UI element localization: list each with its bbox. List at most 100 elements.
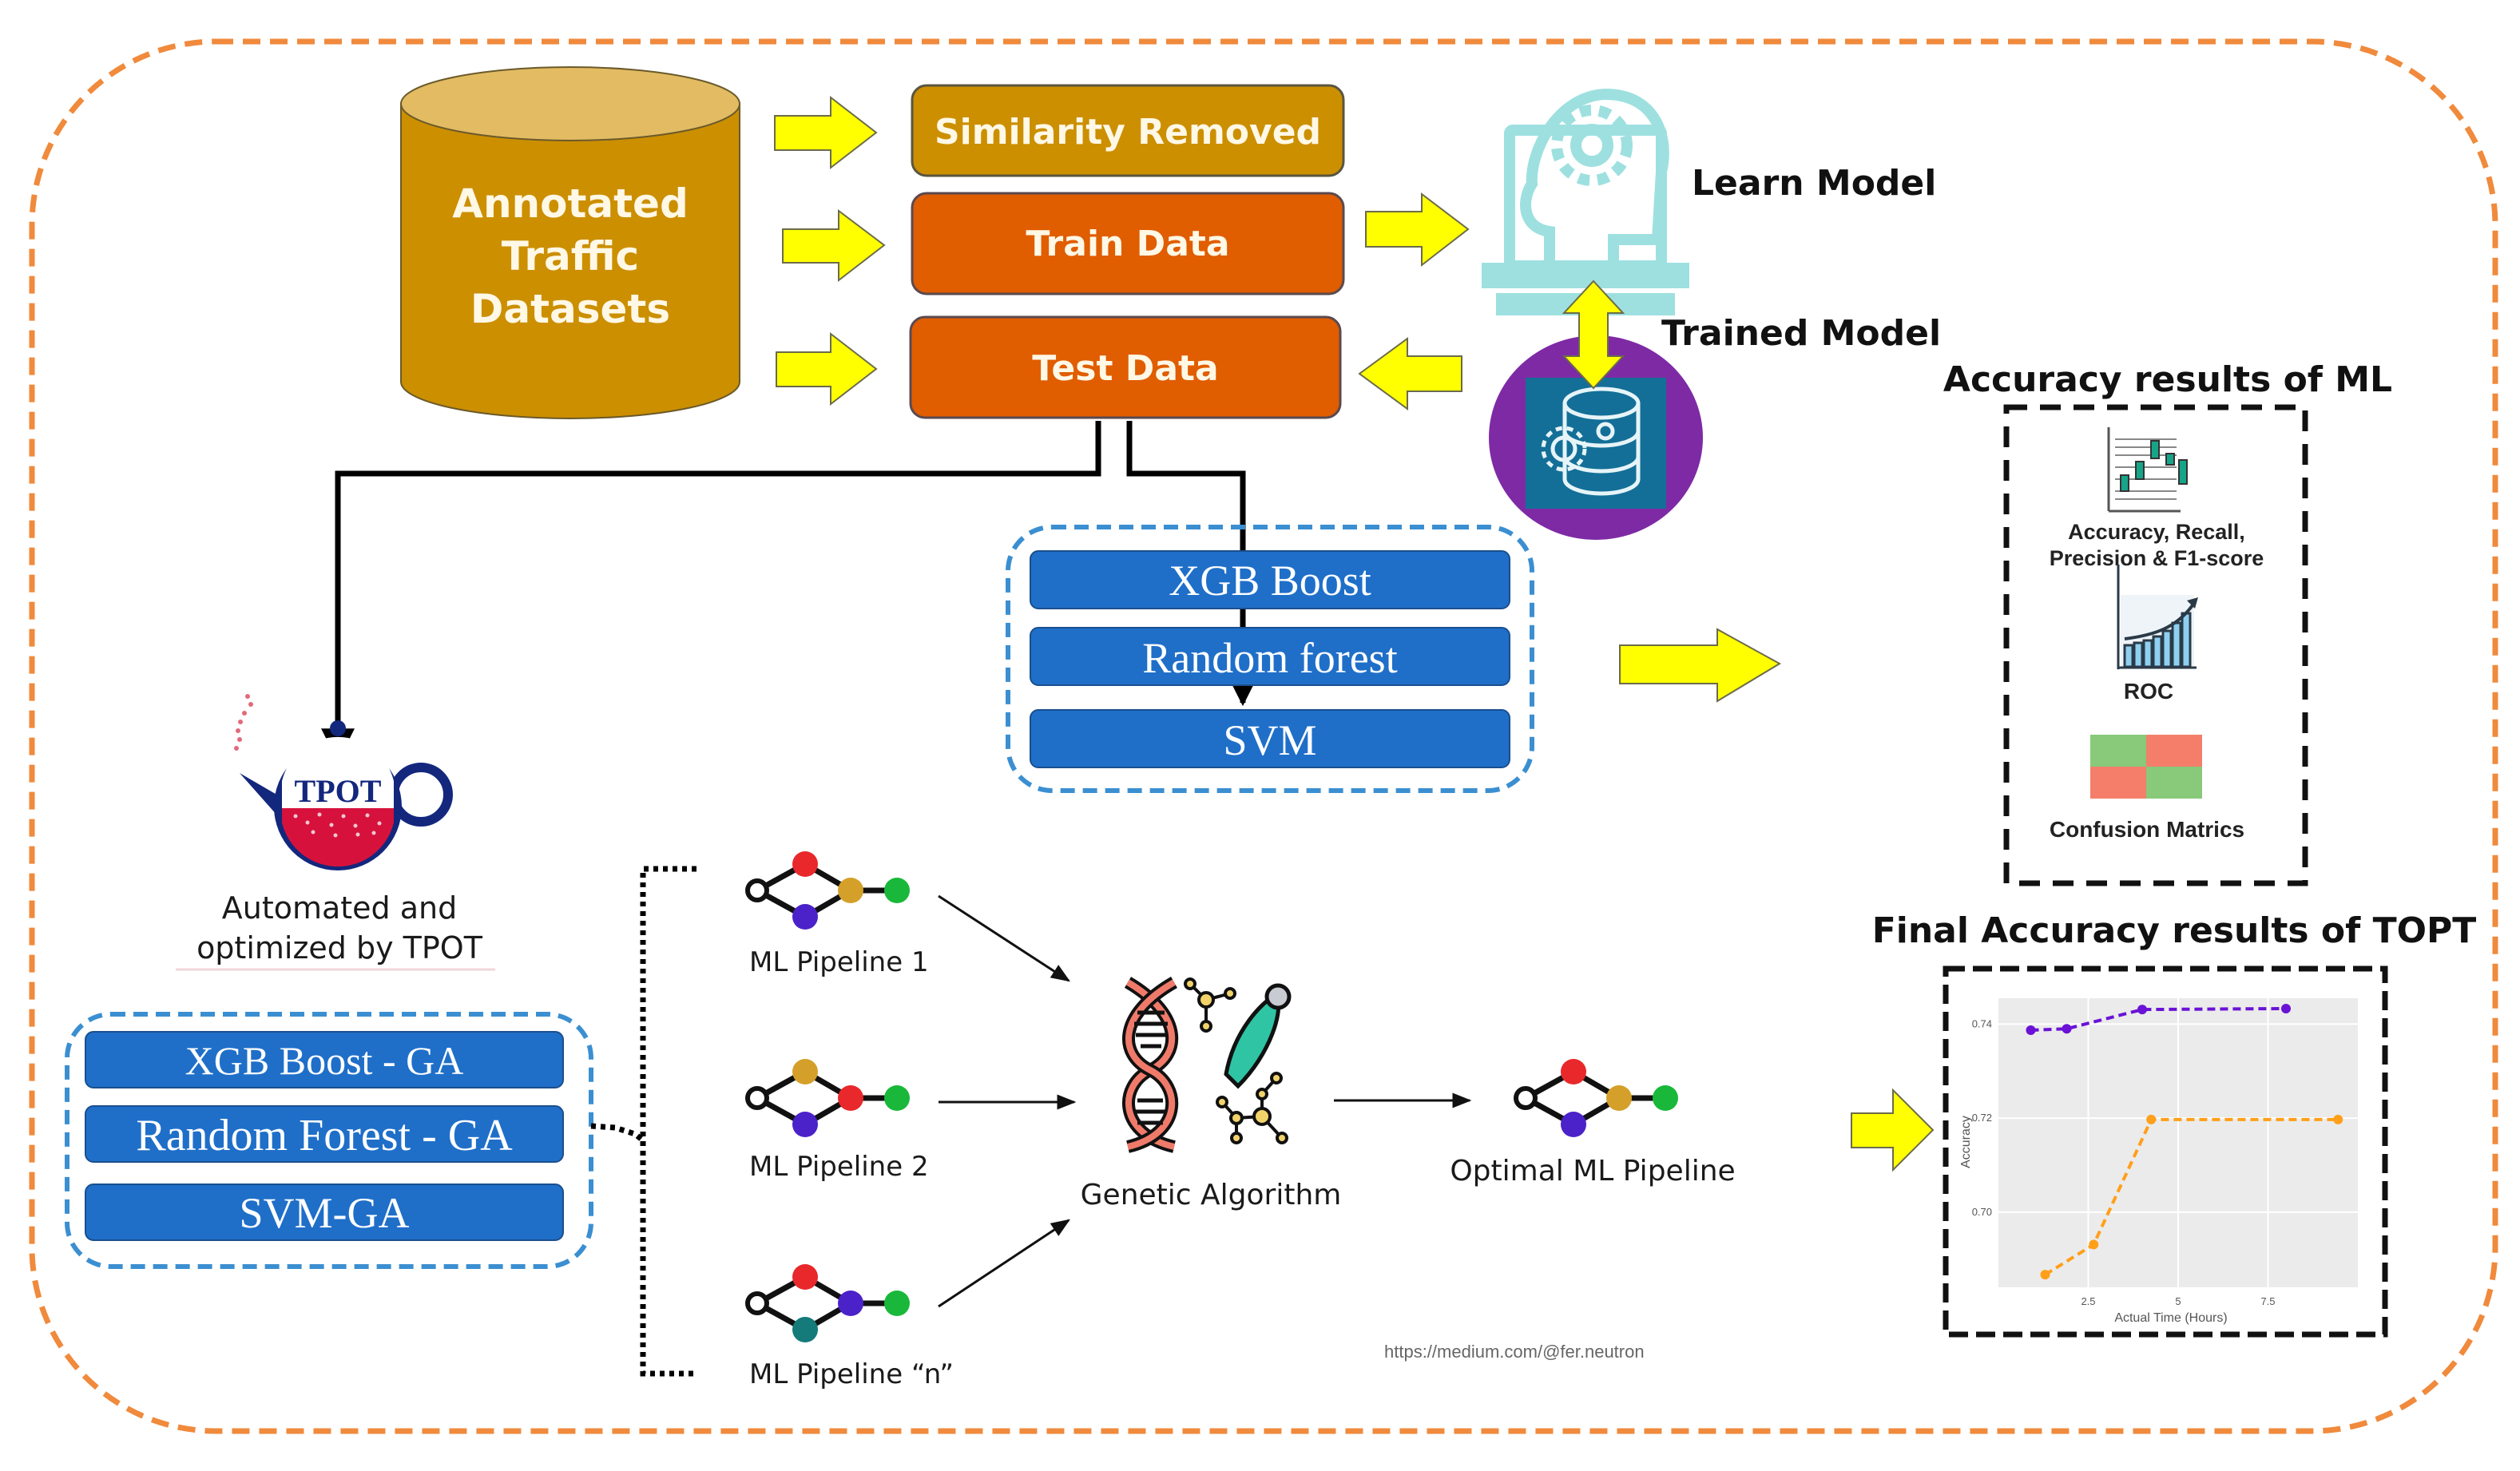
pipeline-node xyxy=(838,1291,863,1316)
similarity-removed-box: Similarity Removed xyxy=(911,84,1345,177)
trained-model-icon xyxy=(1489,335,1703,540)
chart-y-axis-label: Accuracy xyxy=(1959,1116,1973,1168)
pipeline-node xyxy=(884,1085,910,1111)
confusion-matrix-icon xyxy=(2090,735,2202,799)
ml-model-xgb-label: XGB Boost xyxy=(1169,557,1371,605)
roc-chart-icon xyxy=(2117,565,2198,670)
orange-series-point xyxy=(2146,1114,2157,1124)
arrow-train-to-learn xyxy=(1365,192,1470,268)
pipeline-input-node xyxy=(745,1291,769,1315)
ga-models-group xyxy=(65,1012,593,1269)
chart-y-tick-label: 0.70 xyxy=(1972,1206,1992,1218)
train-data-label: Train Data xyxy=(1026,224,1229,264)
learn-model-label: Learn Model xyxy=(1692,163,1936,204)
dataset-label-line-3: Datasets xyxy=(470,286,670,332)
ml-model-random-forest: Random forest xyxy=(1030,627,1510,686)
ml-results-title: Accuracy results of ML xyxy=(1943,359,2392,400)
dataset-label-line-1: Annotated xyxy=(452,180,688,227)
dataset-label-line-2: Traffic xyxy=(502,233,639,280)
source-url: https://medium.com/@fer.neutron xyxy=(1384,1342,1645,1362)
tpot-caption-line-1: Automated and xyxy=(222,890,458,926)
ga-model-rf-label: Random Forest - GA xyxy=(136,1111,513,1160)
pipeline-node xyxy=(838,1085,863,1111)
similarity-removed-label: Similarity Removed xyxy=(935,112,1321,153)
pipeline-node xyxy=(1561,1112,1586,1137)
ga-model-svm: SVM-GA xyxy=(85,1184,564,1241)
train-data-box: Train Data xyxy=(911,192,1345,295)
purple-series-point xyxy=(2281,1003,2291,1013)
ga-model-random-forest: Random Forest - GA xyxy=(85,1105,564,1163)
pipeline-node xyxy=(884,1291,910,1316)
genetic-algorithm-icon xyxy=(1122,977,1292,1153)
roc-label: ROC xyxy=(2124,679,2173,704)
dataset-cylinder-icon xyxy=(400,66,740,419)
ga-model-xgb: XGB Boost - GA xyxy=(85,1031,564,1088)
chart-x-tick-label: 2.5 xyxy=(2081,1295,2095,1307)
tpot-caption-line-2: optimized by TPOT xyxy=(196,930,483,965)
outer-dashed-border xyxy=(29,38,2498,1434)
chart-x-tick-label: 7.5 xyxy=(2260,1295,2275,1307)
ml-model-svm-label: SVM xyxy=(1223,716,1316,764)
arrow-to-test xyxy=(776,331,878,406)
pipeline-node xyxy=(1653,1085,1678,1111)
purple-series-point xyxy=(2137,1005,2147,1015)
ml-models-group xyxy=(1006,525,1534,793)
pipeline-node xyxy=(792,904,818,930)
confusion-label: Confusion Matrics xyxy=(2050,817,2244,842)
learn-model-icon xyxy=(1482,88,1689,315)
purple-series-point xyxy=(2062,1024,2072,1034)
pipeline-dotted-bracket xyxy=(590,866,696,1377)
arrow-ml-to-results xyxy=(1619,628,1782,703)
orange-series-point xyxy=(2040,1270,2050,1280)
pipeline-2-icon xyxy=(745,1059,910,1137)
tpot-accuracy-chart: 2.5 5 7.5 0.70 0.72 0.74 xyxy=(1972,998,2358,1307)
test-data-box: Test Data xyxy=(909,315,1342,419)
tpot-teapot-logo: TPOT xyxy=(234,694,453,870)
pipeline-input-node xyxy=(1514,1086,1538,1110)
pipeline-to-ga-arrows xyxy=(938,894,1472,1308)
pipeline-node xyxy=(1606,1085,1632,1111)
chart-x-axis-label: Actual Time (Hours) xyxy=(2114,1311,2227,1325)
test-to-tpot-connector xyxy=(321,421,1101,763)
metrics-label-line-1: Accuracy, Recall, xyxy=(2068,520,2245,544)
pipeline-node xyxy=(884,878,910,903)
ga-model-xgb-label: XGB Boost - GA xyxy=(185,1038,464,1083)
pipeline-node xyxy=(792,1059,818,1084)
ga-model-svm-label: SVM-GA xyxy=(239,1189,409,1237)
arrow-trained-to-test xyxy=(1358,337,1462,410)
pipeline-input-node xyxy=(745,1086,769,1110)
pipeline-node xyxy=(838,878,863,903)
optimal-pipeline-label: Optimal ML Pipeline xyxy=(1450,1155,1735,1188)
chart-x-tick-label: 5 xyxy=(2175,1295,2181,1307)
arrow-to-similarity xyxy=(774,95,878,170)
pipeline-node xyxy=(792,1317,818,1342)
arrow-to-tpot-results xyxy=(1851,1088,1935,1172)
tpot-logo-text: TPOT xyxy=(295,773,382,809)
pipeline-n-label: ML Pipeline “n” xyxy=(749,1358,954,1390)
test-data-label: Test Data xyxy=(1032,348,1219,389)
pipeline-input-node xyxy=(745,878,769,902)
ml-model-rf-label: Random forest xyxy=(1142,634,1397,682)
orange-series-line xyxy=(2044,1117,2339,1276)
purple-series-point xyxy=(2026,1025,2036,1036)
pipeline-2-label: ML Pipeline 2 xyxy=(749,1151,929,1183)
pipeline-node xyxy=(792,1112,818,1137)
learn-trained-double-arrow xyxy=(1562,280,1625,390)
trained-model-label: Trained Model xyxy=(1661,313,1941,354)
tpot-results-panel xyxy=(1943,965,2388,1338)
ml-model-xgb: XGB Boost xyxy=(1030,550,1510,609)
metrics-candlestick-icon xyxy=(2107,427,2188,513)
pipeline-node xyxy=(792,851,818,877)
metrics-label-line-2: Precision & F1-score xyxy=(2050,546,2264,570)
chart-y-tick-label: 0.72 xyxy=(1972,1112,1992,1124)
arrow-to-train xyxy=(782,208,886,283)
pipeline-n-icon xyxy=(745,1264,910,1342)
pipeline-node xyxy=(1561,1059,1586,1084)
pipeline-node xyxy=(792,1264,818,1290)
pipeline-1-icon xyxy=(745,851,910,930)
ml-model-svm: SVM xyxy=(1030,709,1510,768)
chart-y-tick-label: 0.74 xyxy=(1972,1017,1992,1029)
orange-series-point xyxy=(2333,1114,2343,1124)
purple-series-line xyxy=(2030,1006,2287,1033)
